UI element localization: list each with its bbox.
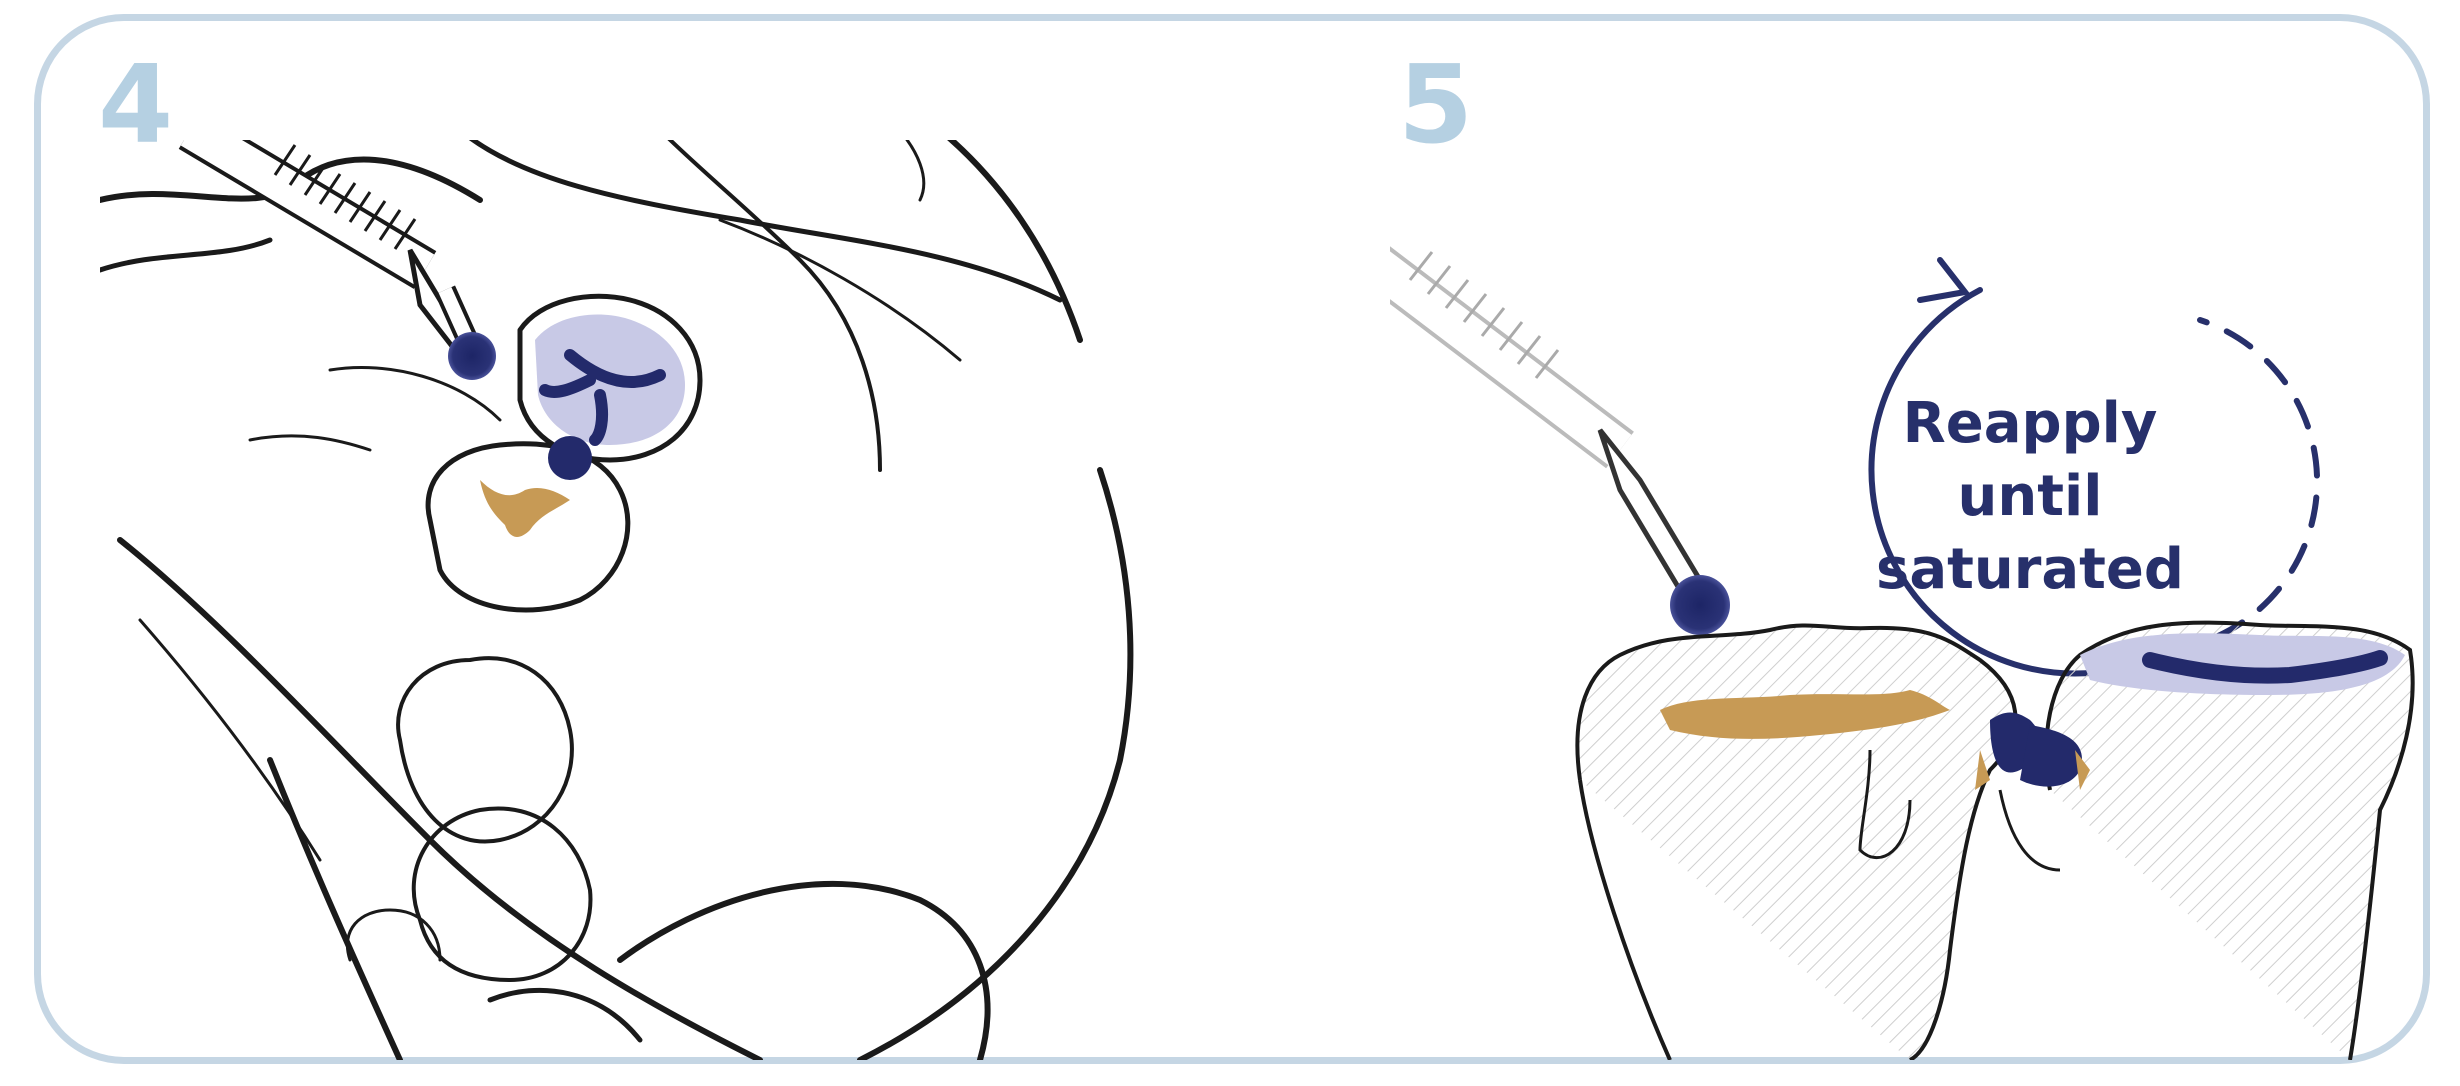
tooth-cross-section-right — [2046, 623, 2412, 1060]
caption-line-3: saturated — [1876, 537, 2184, 602]
panel-4-illustration — [100, 140, 1230, 1060]
caption-line-2: until — [1958, 464, 2103, 529]
microbrush-applicator-icon — [1390, 252, 1730, 635]
panel-5-illustration: Reapply until saturated — [1390, 150, 2420, 1060]
microbrush-applicator-icon — [190, 140, 496, 380]
tooth-cross-section-left — [1577, 625, 2015, 1060]
step-number-5: 5 — [1398, 52, 1473, 160]
caption-line-1: Reapply — [1903, 391, 2158, 456]
